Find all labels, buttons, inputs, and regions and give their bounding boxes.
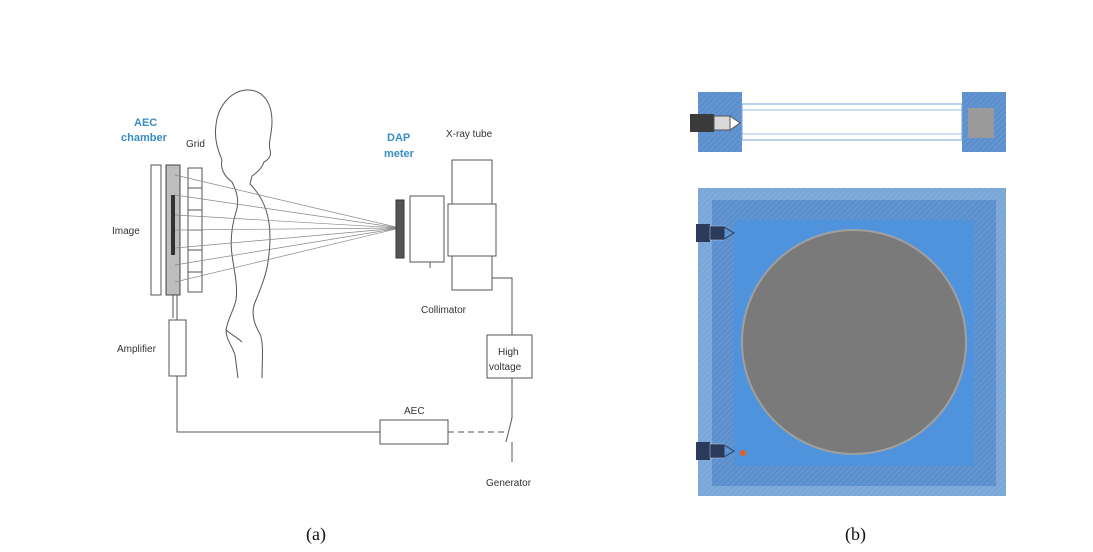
x-ray-tube-label: X-ray tube — [446, 129, 493, 140]
dap-meter — [395, 199, 405, 259]
panel-b-phantom — [690, 92, 1006, 496]
aec-box-label: AEC — [404, 406, 425, 417]
collimator — [409, 195, 445, 263]
caption-b: (b) — [845, 524, 866, 545]
ion-chamber-probe-icon — [690, 114, 741, 132]
image-label: Image — [112, 226, 140, 237]
phantom-side-view — [690, 92, 1006, 152]
wiring — [176, 262, 513, 462]
panel-a-schematic: AEC chamber Grid DAP meter X-ray tube Im… — [112, 89, 533, 489]
generator-label: Generator — [486, 478, 532, 489]
phantom-top-view — [696, 188, 1006, 496]
ion-chamber-bottom-icon — [696, 442, 735, 460]
high-voltage-box — [486, 334, 533, 379]
image-receptor — [150, 164, 162, 296]
collimator-label: Collimator — [421, 305, 467, 316]
x-ray-beam — [174, 174, 401, 283]
ion-chamber-top-icon — [696, 224, 735, 242]
high-voltage-label-line1: High — [498, 347, 519, 358]
x-ray-tube — [447, 159, 497, 291]
aec-detector — [171, 195, 175, 255]
phantom-disc — [741, 229, 967, 455]
marker-dot — [740, 450, 746, 456]
aec-box — [379, 419, 449, 445]
dap-label-line1: DAP — [387, 132, 410, 144]
amplifier-label: Amplifier — [117, 344, 157, 355]
aec-chamber-label-line2: chamber — [121, 132, 168, 144]
aec-chamber-label-line1: AEC — [134, 117, 157, 129]
caption-a: (a) — [306, 524, 326, 545]
amplifier — [168, 319, 187, 377]
grid-label: Grid — [186, 139, 205, 150]
high-voltage-label-line2: voltage — [489, 362, 522, 373]
dap-label-line2: meter — [384, 148, 415, 160]
human-silhouette — [215, 89, 273, 379]
